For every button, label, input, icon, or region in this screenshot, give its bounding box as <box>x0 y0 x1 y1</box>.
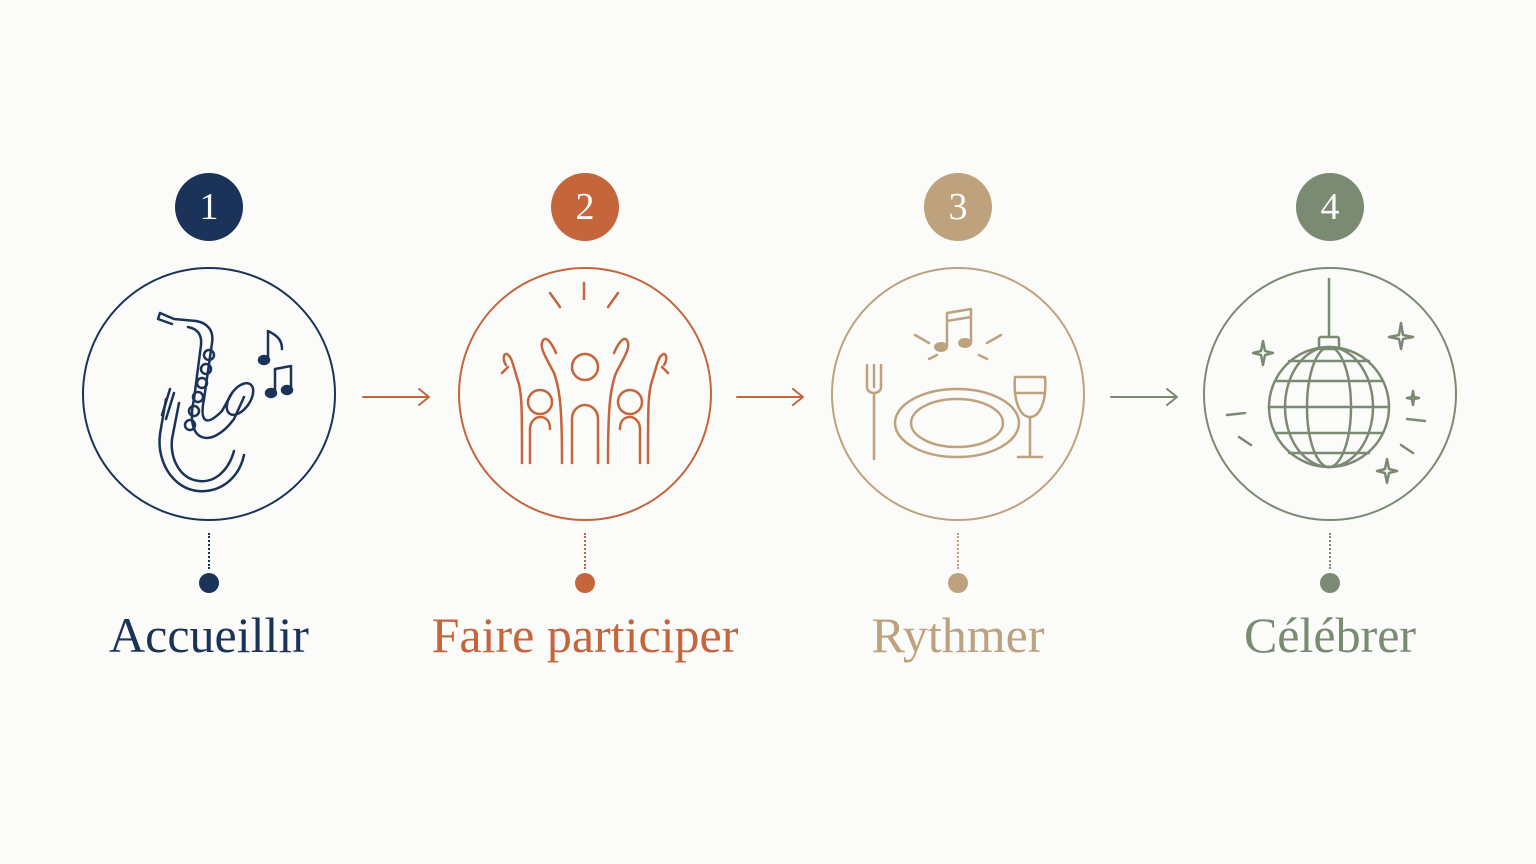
connector-dotted-line <box>208 533 210 569</box>
step-4: 4 Célébrer <box>1170 0 1490 700</box>
connector-dotted-line <box>957 533 959 569</box>
step-label: Faire participer <box>431 607 739 663</box>
step-ring <box>1203 267 1457 521</box>
step-ring <box>831 267 1085 521</box>
step-number-badge: 4 <box>1296 173 1364 241</box>
step-number-badge: 1 <box>175 173 243 241</box>
step-label: Célébrer <box>1243 607 1417 663</box>
saxophone-icon <box>156 311 294 493</box>
connector-end-dot <box>948 573 968 593</box>
dinner-setting-icon <box>865 307 1047 461</box>
arrow-right-icon <box>736 388 804 406</box>
arrow-right-icon <box>362 388 430 406</box>
step-label: Rythmer <box>871 607 1045 663</box>
step-3: 3 Rythmer <box>798 0 1118 700</box>
connector-dotted-line <box>1329 533 1331 569</box>
cheering-crowd-icon <box>500 281 670 465</box>
step-number-badge: 3 <box>924 173 992 241</box>
step-1: 1 <box>49 0 369 700</box>
connector-end-dot <box>199 573 219 593</box>
connector-end-dot <box>575 573 595 593</box>
connector-dotted-line <box>584 533 586 569</box>
step-ring <box>458 267 712 521</box>
disco-ball-icon <box>1225 277 1427 485</box>
step-label: Accueillir <box>109 607 309 663</box>
step-2: 2 Faire participer <box>425 0 745 700</box>
step-number-badge: 2 <box>551 173 619 241</box>
connector-end-dot <box>1320 573 1340 593</box>
step-ring <box>82 267 336 521</box>
arrow-right-icon <box>1110 388 1178 406</box>
